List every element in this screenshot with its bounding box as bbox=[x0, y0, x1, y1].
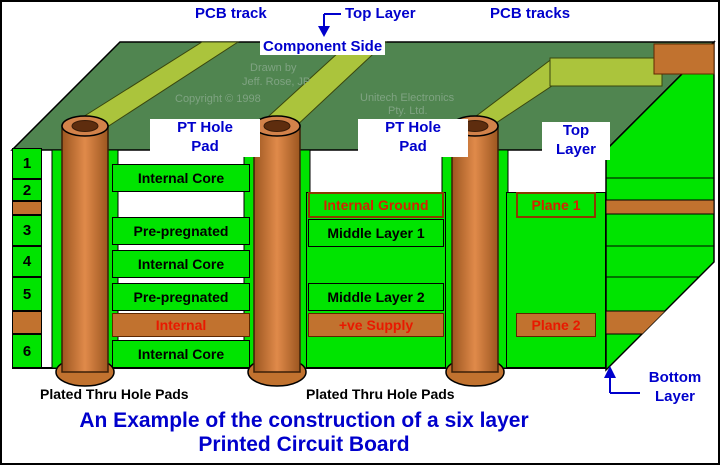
hole-barrel bbox=[61, 125, 109, 373]
plated-through-hole-2 bbox=[243, 115, 311, 387]
hole-side-strip bbox=[51, 149, 63, 369]
layer-box-ve-supply: +ve Supply bbox=[308, 313, 444, 337]
hole-opening bbox=[263, 120, 291, 132]
watermark-company: Unitech Electronics bbox=[360, 92, 455, 104]
layer-box-internal-core-1: Internal Core bbox=[112, 164, 250, 192]
layer-box-prepreg-2: Pre-pregnated bbox=[112, 283, 250, 311]
layer-box-plane-2: Plane 2 bbox=[516, 313, 596, 337]
copper-plane-cell-1 bbox=[12, 201, 42, 215]
layer-box-plane-1: Plane 1 bbox=[516, 192, 596, 218]
component-side-label: Component Side bbox=[260, 38, 386, 55]
pcb-track-label: PCB track bbox=[195, 5, 267, 22]
plated-through-hole-3 bbox=[441, 115, 509, 387]
layer-number-3: 3 bbox=[12, 215, 42, 246]
pcb-track-right-horizontal bbox=[549, 57, 663, 87]
layer-box-internal-core-3: Internal Core bbox=[112, 340, 250, 368]
hole-opening bbox=[71, 120, 99, 132]
layer-box-middle-layer-2: Middle Layer 2 bbox=[308, 283, 444, 311]
bottom-layer-line2: Layer bbox=[654, 387, 696, 405]
pt-hole-pad-label-2: PT Hole Pad bbox=[358, 119, 468, 157]
watermark-copyright: Copyright © 1998 bbox=[175, 93, 261, 105]
caption-line2: Printed Circuit Board bbox=[198, 432, 410, 456]
bottom-layer-label: Bottom Layer bbox=[636, 369, 714, 407]
layer-box-prepreg-1: Pre-pregnated bbox=[112, 217, 250, 245]
plated-thru-hole-pads-label-1: Plated Thru Hole Pads bbox=[40, 386, 189, 402]
plated-through-hole-1 bbox=[51, 115, 119, 387]
layer-number-1: 1 bbox=[12, 148, 42, 179]
pcb-tracks-label: PCB tracks bbox=[490, 5, 571, 22]
copper-track-top-right bbox=[653, 43, 715, 75]
hole-barrel bbox=[253, 125, 301, 373]
bottom-layer-line1: Bottom bbox=[648, 369, 702, 386]
pt-hole-pad-line2: Pad bbox=[191, 137, 219, 155]
top-layer-right-label: Top Layer bbox=[542, 122, 610, 160]
top-layer-line2: Layer bbox=[555, 140, 597, 158]
caption-line1: An Example of the construction of a six … bbox=[79, 409, 529, 432]
layer-number-2: 2 bbox=[12, 179, 42, 201]
pt-hole-pad-line1: PT Hole bbox=[385, 119, 441, 136]
layer-number-5: 5 bbox=[12, 277, 42, 311]
pt-hole-pad-line1: PT Hole bbox=[177, 119, 233, 136]
layer-number-4: 4 bbox=[12, 246, 42, 277]
layer-box-internal-plane: Internal bbox=[112, 313, 250, 337]
pt-hole-pad-line2: Pad bbox=[399, 137, 427, 155]
diagram-caption: An Example of the construction of a six … bbox=[8, 409, 600, 456]
copper-plane-cell-2 bbox=[12, 311, 42, 334]
pcb-track-shapes bbox=[65, 41, 663, 132]
right-stack-slab bbox=[506, 192, 606, 368]
layer-box-internal-ground: Internal Ground bbox=[308, 192, 444, 218]
watermark-company-suffix: Pty. Ltd. bbox=[388, 105, 428, 117]
top-layer-top-label: Top Layer bbox=[345, 5, 416, 22]
watermark-author: Jeff. Rose, JP bbox=[242, 76, 311, 88]
watermark-drawn-by: Drawn by bbox=[250, 62, 297, 74]
layer-box-middle-layer-1: Middle Layer 1 bbox=[308, 219, 444, 247]
top-layer-line1: Top bbox=[562, 122, 590, 139]
bottom-layer-arrow bbox=[604, 366, 640, 394]
layer-number-6: 6 bbox=[12, 334, 42, 368]
pt-hole-pad-label-1: PT Hole Pad bbox=[150, 119, 260, 157]
plated-thru-hole-pads-label-2: Plated Thru Hole Pads bbox=[306, 386, 455, 402]
plane-1-edge bbox=[606, 199, 714, 215]
top-layer-arrow bbox=[318, 13, 341, 37]
hole-barrel bbox=[451, 125, 499, 373]
plane-2-edge bbox=[606, 310, 714, 335]
layer-box-internal-core-2: Internal Core bbox=[112, 250, 250, 278]
